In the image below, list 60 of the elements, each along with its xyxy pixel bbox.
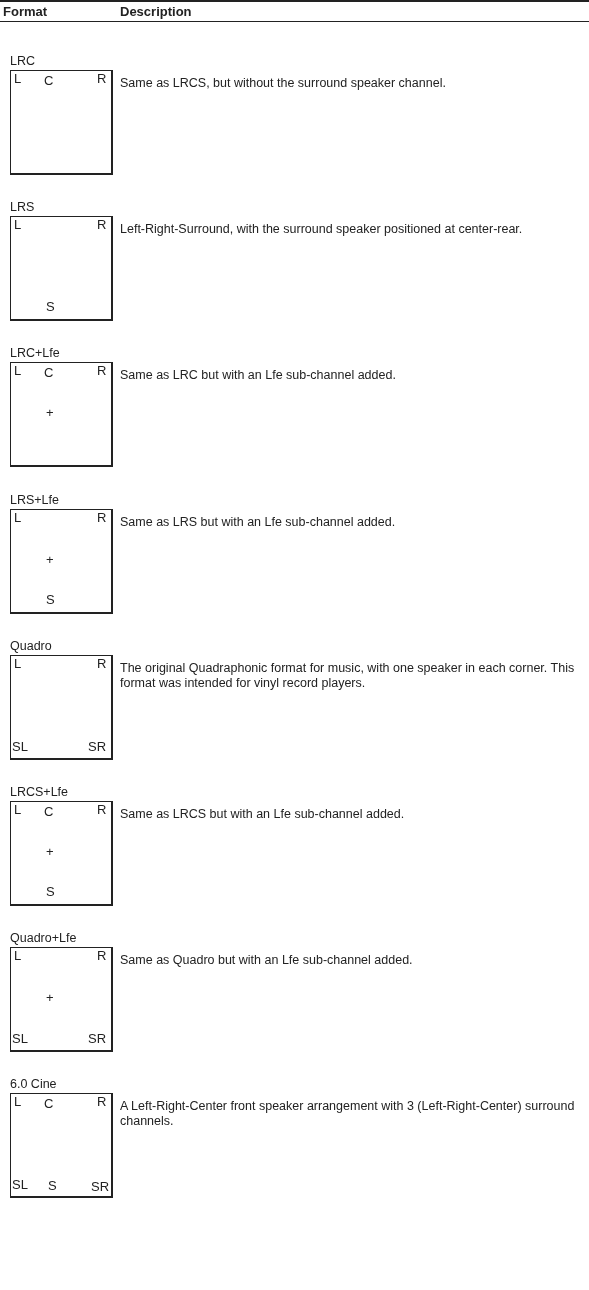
speaker-label: + [46, 991, 54, 1006]
speaker-label: L [14, 1095, 22, 1110]
speaker-label: C [44, 74, 54, 88]
speaker-label: R [97, 949, 107, 964]
speaker-label: C [44, 805, 54, 819]
speaker-label: SL [12, 1178, 28, 1193]
speaker-label: S [46, 592, 55, 607]
speaker-layout-box [10, 947, 113, 1053]
speaker-label: L [14, 803, 22, 817]
format-name: Quadro [10, 638, 52, 653]
format-description: Same as LRC but with an Lfe sub-channel added. [120, 368, 397, 384]
speaker-label: R [97, 656, 107, 671]
format-name: LRS+Lfe [10, 492, 59, 507]
format-description: Same as Quadro but with an Lfe sub-channel added. [120, 953, 414, 969]
speaker-label: L [14, 949, 22, 964]
column-header: Description [120, 4, 192, 19]
speaker-label: SR [88, 1032, 107, 1047]
speaker-layout-box [10, 801, 113, 906]
format-name: 6.0 Cine [10, 1077, 57, 1092]
speaker-label: L [14, 510, 22, 525]
speaker-label: + [46, 406, 54, 421]
speaker-label: R [97, 1095, 107, 1110]
speaker-label: L [14, 218, 22, 233]
format-name: Quadro+Lfe [10, 931, 77, 946]
speaker-layout-box [10, 1093, 113, 1199]
speaker-layout-box [10, 70, 113, 175]
speaker-label: S [46, 300, 55, 315]
format-description: Same as LRCS, but without the surround speaker channel. [120, 76, 447, 91]
format-description: A Left-Right-Center front speaker arrangement with 3 (Left-Right-Center) surround channels. [120, 1099, 576, 1130]
speaker-label: L [14, 656, 22, 671]
speaker-label: L [14, 72, 22, 86]
speaker-label: S [46, 885, 55, 899]
speaker-label: SR [88, 739, 107, 754]
speaker-label: SL [12, 1032, 28, 1047]
format-description: Same as LRCS but with an Lfe sub-channel added. [120, 807, 406, 822]
speaker-label: SL [12, 739, 28, 754]
speaker-label: + [46, 552, 54, 567]
speaker-layout-box [10, 654, 113, 760]
speaker-label: R [97, 218, 107, 233]
column-header: Format [3, 4, 48, 19]
speaker-label: R [97, 72, 107, 86]
speaker-label: R [97, 510, 107, 525]
speaker-label: L [14, 364, 22, 379]
speaker-layout-box [10, 216, 113, 322]
format-name: LRC+Lfe [10, 346, 60, 361]
format-description: Same as LRS but with an Lfe sub-channel added. [120, 514, 397, 530]
format-name: LRC [10, 54, 35, 68]
speaker-label: R [97, 803, 107, 817]
format-description: The original Quadraphonic format for music, with one speaker in each corner. This format was intended for vinyl record players. [120, 660, 576, 691]
format-description: Left-Right-Surround, with the surround speaker positioned at center-rear. [120, 222, 524, 238]
speaker-label: C [44, 366, 54, 381]
speaker-layout-box [10, 362, 113, 468]
speaker-label: S [48, 1179, 57, 1194]
speaker-label: R [97, 364, 107, 379]
format-name: LRCS+Lfe [10, 785, 69, 799]
speaker-label: C [44, 1097, 54, 1112]
format-name: LRS [10, 200, 35, 215]
speaker-label: + [46, 845, 54, 859]
speaker-label: SR [91, 1180, 110, 1195]
speaker-layout-box [10, 508, 113, 614]
